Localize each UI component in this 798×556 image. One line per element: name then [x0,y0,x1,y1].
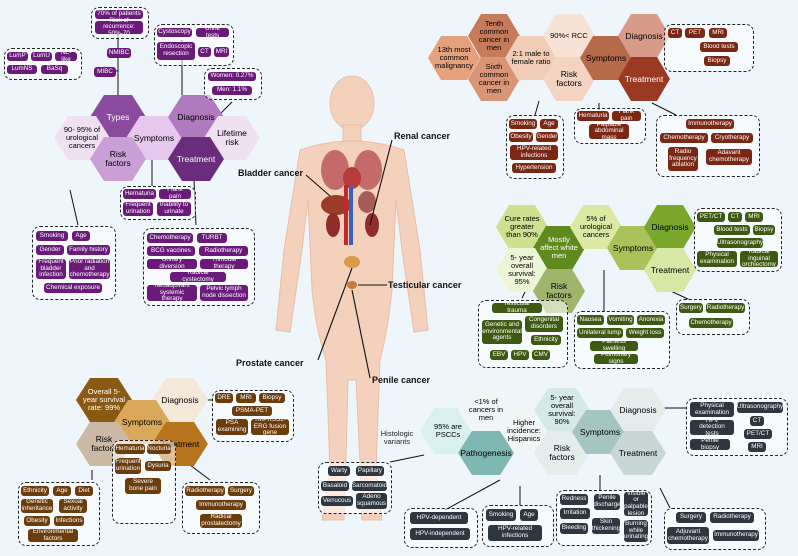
pointer-lines [305,139,393,379]
label-bladder-cancer: Bladder cancer [238,168,304,178]
human-body-figure [275,75,429,521]
organs [321,150,382,289]
label-renal-cancer: Renal cancer [394,131,451,141]
label-prostate-cancer: Prostate cancer [236,358,304,368]
label-testicular-cancer: Testicular cancer [388,280,462,290]
label-penile-cancer: Penile cancer [372,375,431,385]
